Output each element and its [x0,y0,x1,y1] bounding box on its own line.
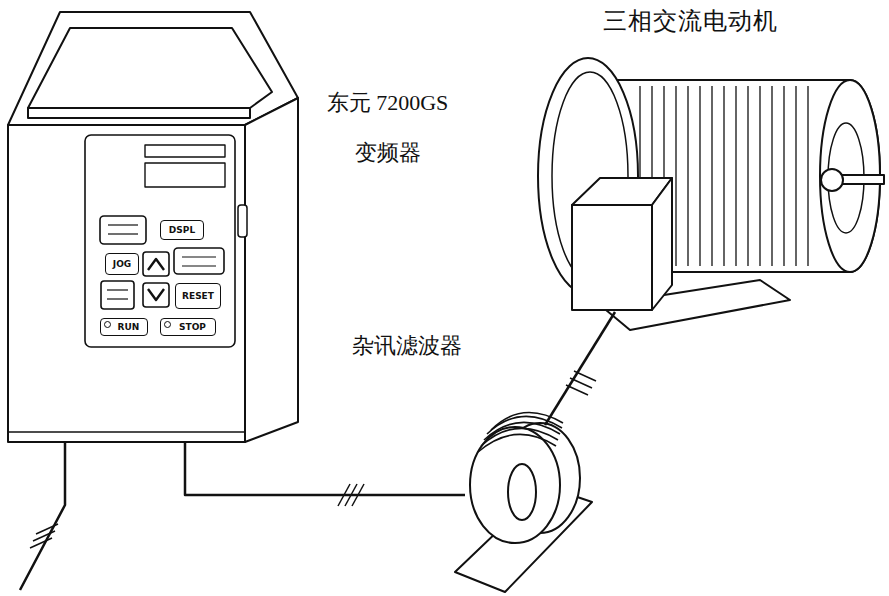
inverter-drawing [145,163,225,187]
motor-drawing [771,86,772,266]
device-label: 三相交流电动机 [585,7,795,36]
motor-drawing [687,86,688,266]
key-button: RESET [175,283,221,309]
key-label: STOP [170,323,206,332]
key-button: DSPL [160,220,204,240]
inverter-drawing [8,431,245,433]
motor-drawing [699,86,700,266]
motor-drawing [795,86,796,266]
motor-drawing [572,205,652,310]
motor-drawing [711,86,712,266]
inverter-drawing [107,289,128,290]
inverter-drawing [148,289,164,300]
key-label: RESET [182,292,214,301]
input-cable [36,524,58,534]
device-label: 东元 7200GS 变频器 [300,78,475,178]
motor-drawing [759,86,760,266]
inverter-drawing [148,259,164,270]
motor-drawing [735,86,736,266]
cable-line [185,442,465,495]
key-label: DSPL [169,226,195,235]
key-button: STOP [160,318,216,336]
motor-drawing [783,86,784,266]
motor-drawing [723,86,724,266]
inverter-drawing [8,125,245,442]
input-cable [30,538,52,548]
inverter-drawing [28,28,272,108]
inverter-drawing [28,108,250,118]
inverter-drawing [8,12,298,125]
label-holder: 东元 7200GS 变频器 [300,78,475,178]
inverter-box: 东元 7200GS 变频器DSPLJOGRESETRUNSTOP [8,10,300,442]
label-holder: 杂讯滤波器 [337,333,477,359]
noise-filter-drawing [487,416,562,434]
inverter-drawing [8,12,298,442]
input-cable [33,531,55,541]
inverter-drawing [174,248,224,274]
inverter-drawing [101,281,134,309]
motor-drawing [807,86,808,266]
key-button: JOG [105,253,139,275]
cable-line [545,312,615,425]
key-button: RUN [100,318,148,336]
input-cable [20,442,65,590]
motor-drawing [538,58,884,330]
input-cable [20,442,65,590]
noise-filter-drawing [481,428,558,446]
noise-filter-drawing [478,434,556,452]
inverter-drawing [238,205,247,237]
inverter-drawing [108,224,138,225]
motor-drawing [747,86,748,266]
key-label: RUN [109,323,140,332]
inverter-drawing [143,252,169,276]
inverter-drawing [107,298,128,299]
inverter-drawing [85,135,235,347]
inverter-drawing [145,145,225,157]
motor-drawing [675,86,676,266]
key-label: JOG [113,260,131,269]
inverter-drawing [108,233,138,234]
motor-drawing [652,178,672,310]
inverter-drawing [245,98,298,442]
inverter-drawing [143,283,169,307]
filter-box: 杂讯滤波器 [465,425,575,575]
inverter-drawing [182,265,216,266]
device-label: 杂讯滤波器 [337,333,477,359]
label-holder: 三相交流电动机 [585,7,795,36]
inverter-drawing [182,256,216,257]
noise-filter-drawing [470,427,560,543]
noise-filter-drawing [455,413,592,592]
motor-box: 三相交流电动机 [535,55,885,312]
motor-drawing [821,169,843,191]
inverter-drawing [100,216,146,244]
noise-filter-drawing [508,464,536,520]
